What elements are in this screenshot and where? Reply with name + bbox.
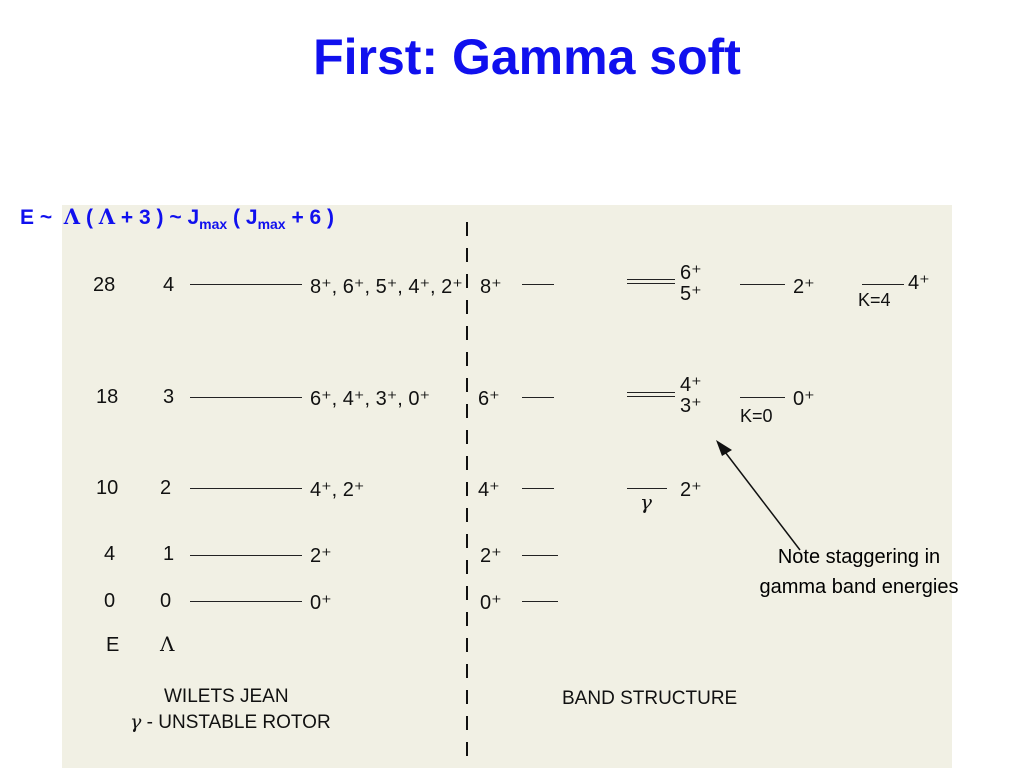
scanned-figure-background [62,205,952,768]
level-line [190,488,302,489]
caption-wilets-jean: WILETS JEAN [164,686,289,707]
level-lambda: 1 [163,543,175,565]
level-line [522,284,554,285]
axis-label-e: E [106,634,120,656]
ground-level-8: 8⁺ [480,276,502,298]
gamma-symbol: γ [640,490,652,514]
level-spins: 6⁺, 4⁺, 3⁺, 0⁺ [310,388,431,410]
level-spins: 4⁺, 2⁺ [310,479,365,501]
gamma-level-5: 5⁺ [680,283,702,305]
level-line [190,601,302,602]
gamma-level-2: 2⁺ [680,479,702,501]
level-line [740,397,785,398]
level-line [522,397,554,398]
k0-level-2: 2⁺ [793,276,815,298]
axis-label-lambda: Λ [160,632,175,656]
level-double-line [627,392,675,397]
energy-formula: E ~ Λ ( Λ + 3 ) ~ Jmax ( Jmax + 6 ) [20,204,335,233]
level-spins: 0⁺ [310,592,332,614]
level-energy: 10 [96,477,119,499]
ground-level-2: 2⁺ [480,545,502,567]
caption-unstable-rotor: γ - UNSTABLE ROTOR [130,711,331,733]
page-title: First: Gamma soft [313,29,741,85]
level-lambda: 3 [163,386,175,408]
level-spins: 2⁺ [310,545,332,567]
level-line [190,397,302,398]
gamma-level-4: 4⁺ [680,374,702,396]
level-energy: 4 [104,543,116,565]
staggering-note: Note staggering in gamma band energies [759,546,959,598]
level-line [522,601,558,602]
k0-level-0: 0⁺ [793,388,815,410]
level-line [740,284,785,285]
k0-label: K=0 [740,406,773,426]
level-line [862,284,904,285]
level-line [190,555,302,556]
ground-level-6: 6⁺ [478,388,500,410]
level-lambda: 0 [160,590,172,612]
ground-level-4: 4⁺ [478,479,500,501]
caption-band-structure: BAND STRUCTURE [562,688,738,709]
level-line [522,555,558,556]
level-lambda: 2 [160,477,172,499]
arrow-head-icon [716,440,732,456]
note-arrow [721,447,801,551]
level-line [190,284,302,285]
level-double-line [627,279,675,284]
level-line [522,488,554,489]
k4-label: K=4 [858,290,891,310]
level-lambda: 4 [163,274,175,296]
level-energy: 18 [96,386,119,408]
ground-level-0: 0⁺ [480,592,502,614]
level-spins: 8⁺, 6⁺, 5⁺, 4⁺, 2⁺ [310,276,463,298]
k4-level-4: 4⁺ [908,272,930,294]
level-energy: 28 [93,274,116,296]
gamma-level-3: 3⁺ [680,395,702,417]
level-line [627,488,667,489]
gamma-level-6: 6⁺ [680,262,702,284]
level-energy: 0 [104,590,116,612]
